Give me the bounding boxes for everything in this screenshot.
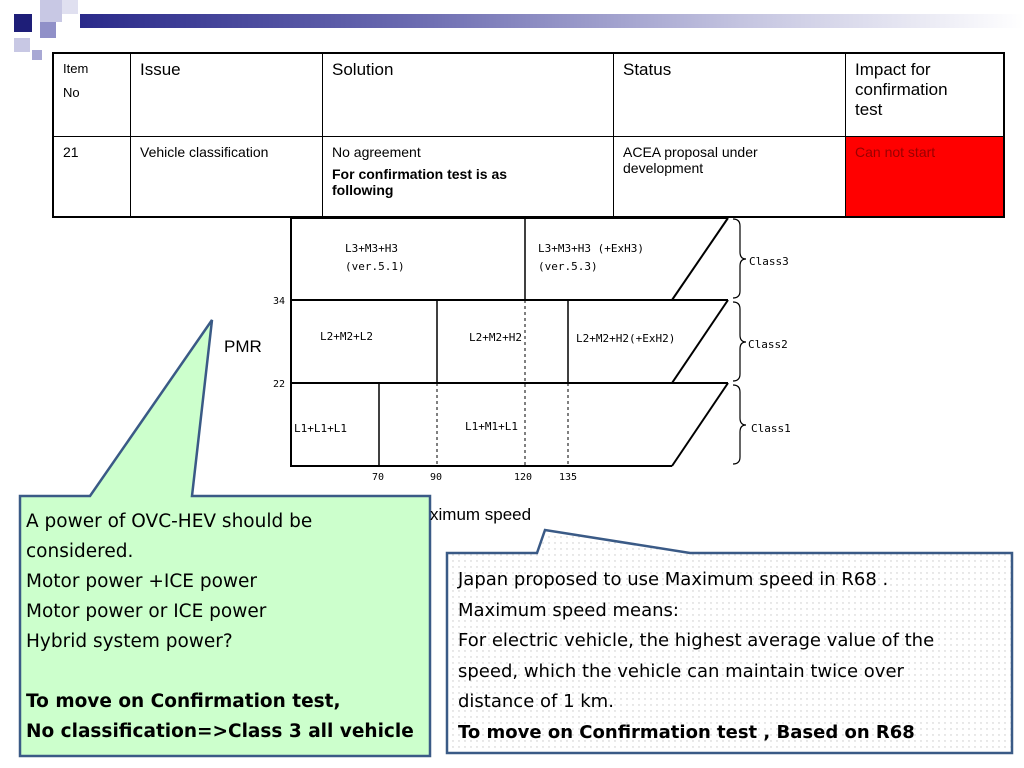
left-callout-bubble — [18, 319, 432, 758]
table-header-row: Item No Issue Solution Status Impact for… — [52, 52, 1005, 137]
cell-class3-right-line1: L3+M3+H3 (+ExH3) — [538, 242, 644, 255]
class3-slant — [671, 217, 729, 301]
cell-class2-c: L2+M2+H2(+ExH2) — [576, 332, 675, 345]
speed-tick-120: 120 — [514, 472, 532, 483]
header-square-mid — [40, 22, 56, 38]
cell-item-no: 21 — [52, 136, 131, 218]
cell-solution: No agreement For confirmation test is as… — [322, 136, 614, 218]
spacer — [26, 657, 411, 687]
cell-issue: Vehicle classification — [130, 136, 323, 218]
class2-label: Class2 — [748, 338, 788, 351]
header-square-light — [14, 38, 30, 52]
cell-class3-left-line2: (ver.5.1) — [345, 260, 405, 273]
header-status: Status — [613, 52, 846, 137]
cell-class1-b: L1+M1+L1 — [465, 420, 518, 433]
left-callout-text: A power of OVC-HEV should be considered.… — [26, 511, 414, 742]
header-gradient-bar — [80, 14, 1024, 28]
header-item-no: Item No — [52, 52, 131, 137]
class2-slant — [671, 299, 729, 384]
right-callout-bubble — [445, 528, 1014, 755]
speed-axis-label: ximum speed — [430, 505, 532, 524]
class3-label: Class3 — [749, 255, 789, 268]
header-square-mid — [32, 50, 42, 60]
header-issue: Issue — [130, 52, 323, 137]
class3-brace — [732, 218, 747, 299]
cell-class3-left-line1: L3+M3+H3 — [345, 242, 398, 255]
table-row: 21 Vehicle classification No agreement F… — [52, 136, 1005, 218]
class-braces — [732, 218, 747, 465]
pmr-axis-label: PMR — [224, 337, 262, 356]
header-square-light — [62, 0, 78, 14]
pmr-tick-34: 34 — [273, 296, 285, 307]
cell-class3-right-line2: (ver.5.3) — [538, 260, 598, 273]
header-impact: Impact for confirmation test — [845, 52, 1005, 137]
cell-class1-a: L1+L1+L1 — [294, 422, 347, 435]
cell-class2-a: L2+M2+L2 — [320, 330, 373, 343]
right-callout-text: Japan proposed to use Maximum speed in R… — [458, 569, 935, 743]
header-solution: Solution — [322, 52, 614, 137]
class1-slant — [671, 382, 729, 467]
cell-status: ACEA proposal under development — [613, 136, 846, 218]
cell-impact-status: Can not start — [845, 136, 1005, 218]
class1-brace — [732, 384, 747, 465]
class2-brace — [732, 301, 747, 382]
cell-class2-b: L2+M2+H2 — [469, 331, 522, 344]
pmr-tick-22: 22 — [273, 379, 285, 390]
header-square-navy — [14, 14, 32, 32]
dashed-guides — [436, 300, 569, 466]
speed-tick-90: 90 — [430, 472, 442, 483]
grid-outline — [290, 217, 728, 467]
speed-tick-70: 70 — [372, 472, 384, 483]
class-grid — [290, 217, 729, 467]
class1-label: Class1 — [751, 422, 791, 435]
header-square-light — [40, 0, 62, 22]
speed-tick-135: 135 — [559, 472, 577, 483]
